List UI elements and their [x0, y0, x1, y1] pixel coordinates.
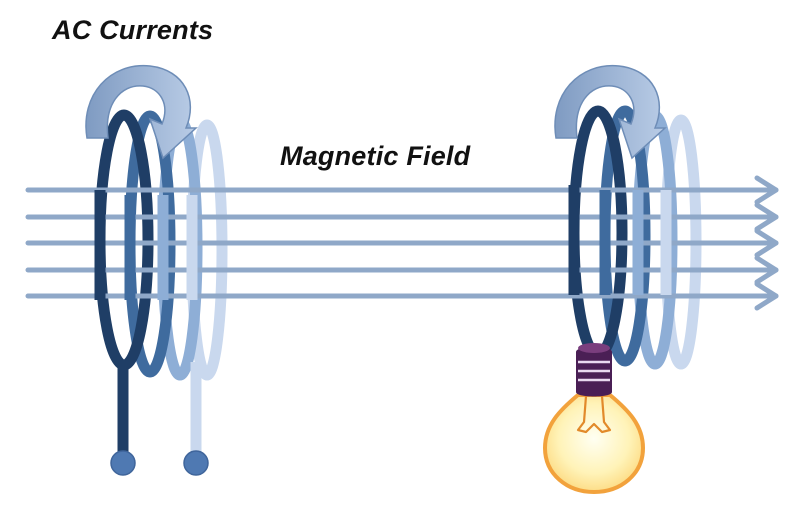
- ac-currents-label: AC Currents: [52, 15, 214, 45]
- curved-arrow-icon: [85, 65, 198, 160]
- arrow-right-icon: [754, 255, 779, 285]
- light-bulb-icon: [542, 343, 646, 495]
- primary-coil-front: [94, 190, 198, 300]
- curved-arrow-icon: [554, 65, 667, 160]
- arrow-right-icon: [754, 175, 779, 205]
- arrow-right-icon: [754, 202, 779, 232]
- arrow-right-icon: [754, 228, 779, 258]
- secondary-coil-front: [568, 185, 672, 295]
- magnetic-field-label: Magnetic Field: [280, 141, 471, 171]
- bulb-glass: [542, 393, 646, 495]
- terminal-left: [110, 450, 136, 476]
- coil-ring-1: [568, 105, 628, 361]
- bulb-filament: [576, 395, 612, 434]
- magnetic-field-lines: [25, 175, 779, 311]
- terminal-right: [183, 450, 209, 476]
- arrow-right-icon: [754, 281, 779, 311]
- coil-ring-1: [94, 109, 154, 371]
